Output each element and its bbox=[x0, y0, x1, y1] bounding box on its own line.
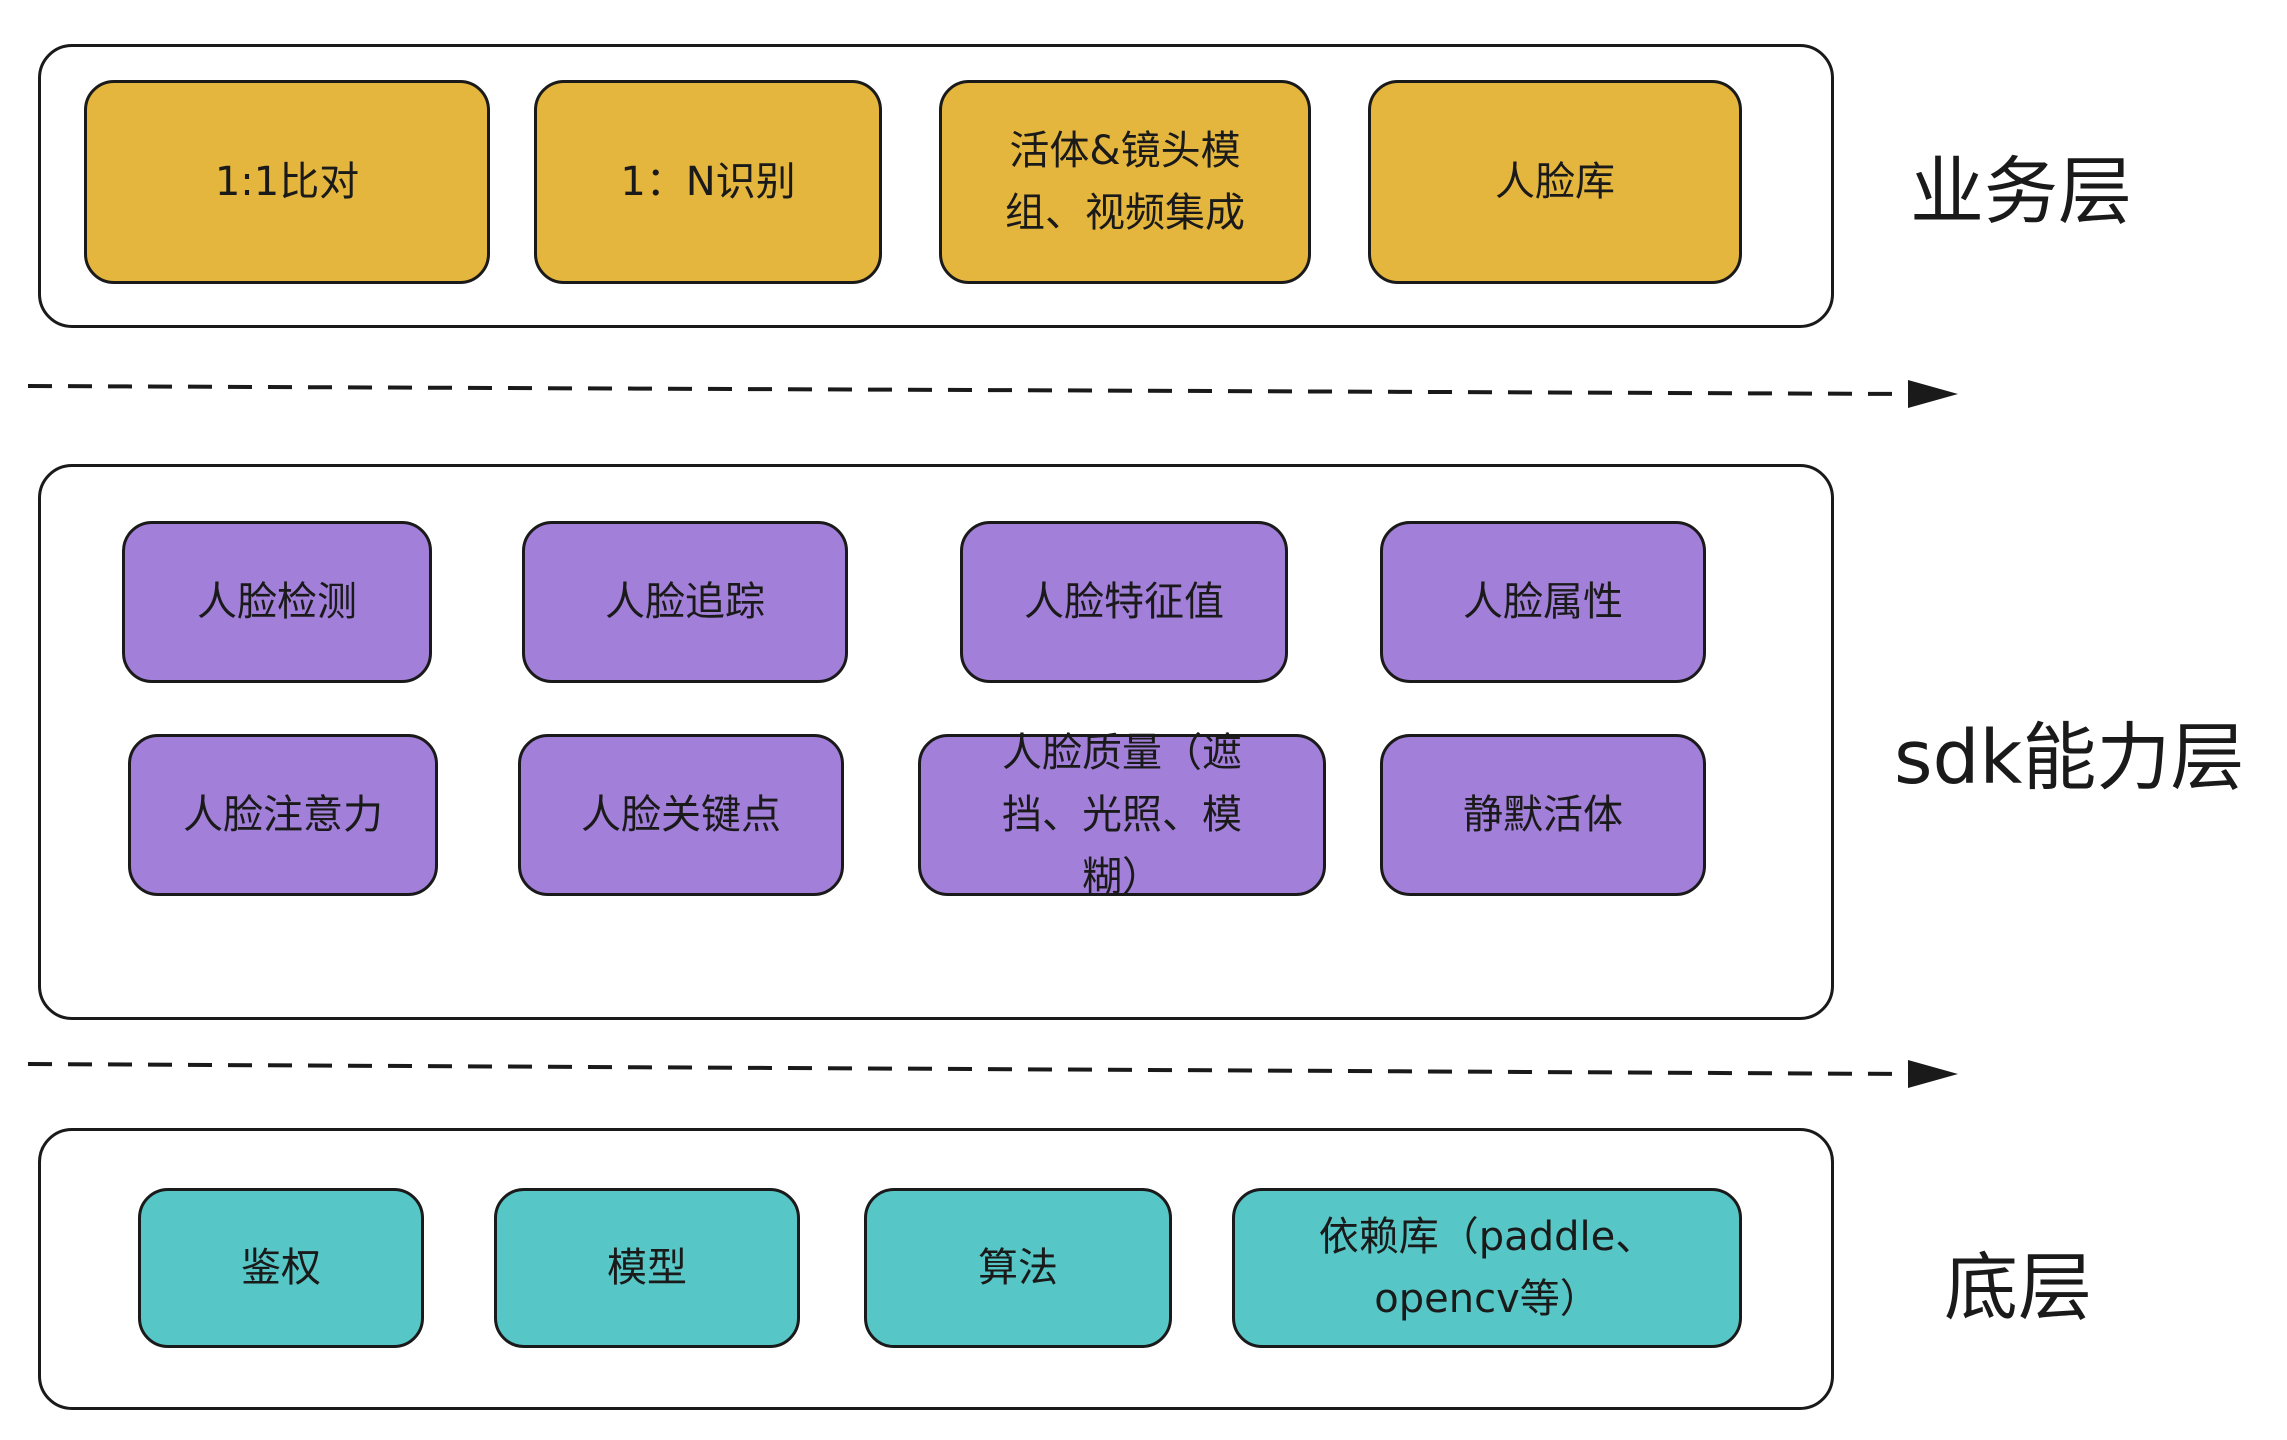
module-algorithm: 算法 bbox=[864, 1188, 1172, 1348]
sdk-layer-label: sdk能力层 bbox=[1894, 715, 2245, 801]
module-face-attributes: 人脸属性 bbox=[1380, 521, 1706, 683]
base-layer-label: 底层 bbox=[1944, 1245, 2092, 1331]
module-liveness-camera-video: 活体&镜头模 组、视频集成 bbox=[939, 80, 1311, 284]
dashed-arrow-1 bbox=[27, 380, 1958, 408]
module-model: 模型 bbox=[494, 1188, 800, 1348]
module-face-tracking: 人脸追踪 bbox=[522, 521, 848, 683]
module-face-quality: 人脸质量（遮 挡、光照、模 糊） bbox=[918, 730, 1326, 900]
module-face-keypoints: 人脸关键点 bbox=[518, 734, 844, 896]
module-authentication: 鉴权 bbox=[138, 1188, 424, 1348]
module-one-to-one-compare: 1:1比对 bbox=[84, 80, 490, 284]
module-face-library: 人脸库 bbox=[1368, 80, 1742, 284]
dashed-arrow-2 bbox=[27, 1060, 1958, 1088]
module-dependencies: 依赖库（paddle、 opencv等） bbox=[1232, 1188, 1742, 1348]
business-layer-label: 业务层 bbox=[1910, 149, 2132, 235]
module-face-attention: 人脸注意力 bbox=[128, 734, 438, 896]
module-face-detection: 人脸检测 bbox=[122, 521, 432, 683]
module-face-feature: 人脸特征值 bbox=[960, 521, 1288, 683]
module-one-to-n-identify: 1：N识别 bbox=[534, 80, 882, 284]
module-silent-liveness: 静默活体 bbox=[1380, 734, 1706, 896]
